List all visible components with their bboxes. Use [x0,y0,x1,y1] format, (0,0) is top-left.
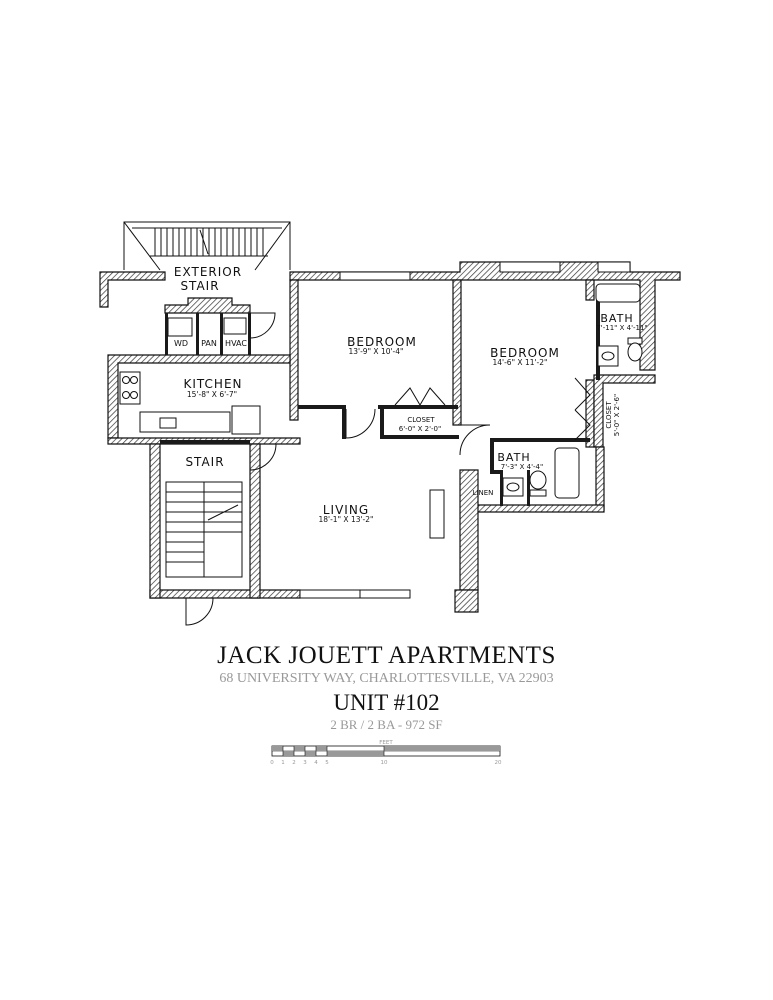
range [119,371,141,405]
bedroom2-label: BEDROOM [490,346,560,360]
exterior-stair-label-2: STAIR [180,279,219,293]
bath2-label: BATH [497,451,530,464]
exterior-stair-label-1: EXTERIOR [174,265,242,279]
kitchen-dims: 15'-8" X 6'-7" [187,390,237,399]
bathtub-2 [554,447,580,499]
property-title: JACK JOUETT APARTMENTS [217,642,556,669]
scale-tick-2: 2 [292,760,296,766]
toilet-2 [529,470,547,490]
closet1-label: CLOSET [407,416,435,424]
kitchen-label: KITCHEN [184,377,243,391]
hvac-unit [223,317,247,335]
property-address: 68 UNIVERSITY WAY, CHARLOTTESVILLE, VA 2… [219,671,554,686]
scale-tick-1: 1 [281,760,285,766]
hvac-label: HVAC [225,339,247,348]
bedroom1-dims: 13'-9" X 10'-4" [349,347,404,356]
sink [159,417,177,429]
scale-tick-3: 3 [303,760,307,766]
scale-tick-5: 5 [325,760,329,766]
scale-tick-0: 0 [270,760,274,766]
bathtub-1 [595,283,641,303]
exterior-walls [99,261,681,613]
interior-stair [165,481,243,578]
refrigerator [231,405,261,435]
living-label: LIVING [323,503,369,517]
exterior-stair-area [123,221,291,271]
living-dims: 18'-1" X 13'-2" [319,515,374,524]
scale-tick-20: 20 [495,760,502,766]
fireplace [429,489,445,539]
doors [185,312,591,626]
wd-unit [167,317,193,337]
bedroom2-dims: 14'-6" X 11'-2" [493,358,548,367]
stair-label: STAIR [185,455,224,469]
bath2-dims: 7'-3" X 4'-4" [501,463,543,471]
wd-label: WD [174,339,188,348]
room-labels: EXTERIOR STAIR WD PAN HVAC KITCHEN 15'-8… [174,265,648,524]
bath1-label: BATH [600,312,633,325]
scale-unit-label: FEET [379,740,393,746]
pan-label: PAN [201,339,217,348]
bath1-dims: 7'-11" X 4'-11" [596,324,647,332]
scale-bar: FEET 0 1 2 3 4 5 10 20 [270,740,502,766]
unit-number: UNIT #102 [333,690,440,715]
closet2-dims: 5'-0" X 2'-6" [613,394,621,436]
vanity-1 [597,345,619,367]
bedroom1-label: BEDROOM [347,335,417,349]
unit-summary: 2 BR / 2 BA - 972 SF [330,717,443,732]
scale-tick-4: 4 [314,760,318,766]
linen-label: LINEN [473,489,494,497]
scale-tick-10: 10 [381,760,388,766]
toilet-tank-2 [529,489,547,497]
windows [299,261,631,599]
vanity-2 [502,477,524,497]
closet2-label: CLOSET [605,401,613,429]
fixtures [119,283,643,539]
toilet-1 [627,342,643,362]
closet1-dims: 6'-0" X 2'-0" [399,425,441,433]
